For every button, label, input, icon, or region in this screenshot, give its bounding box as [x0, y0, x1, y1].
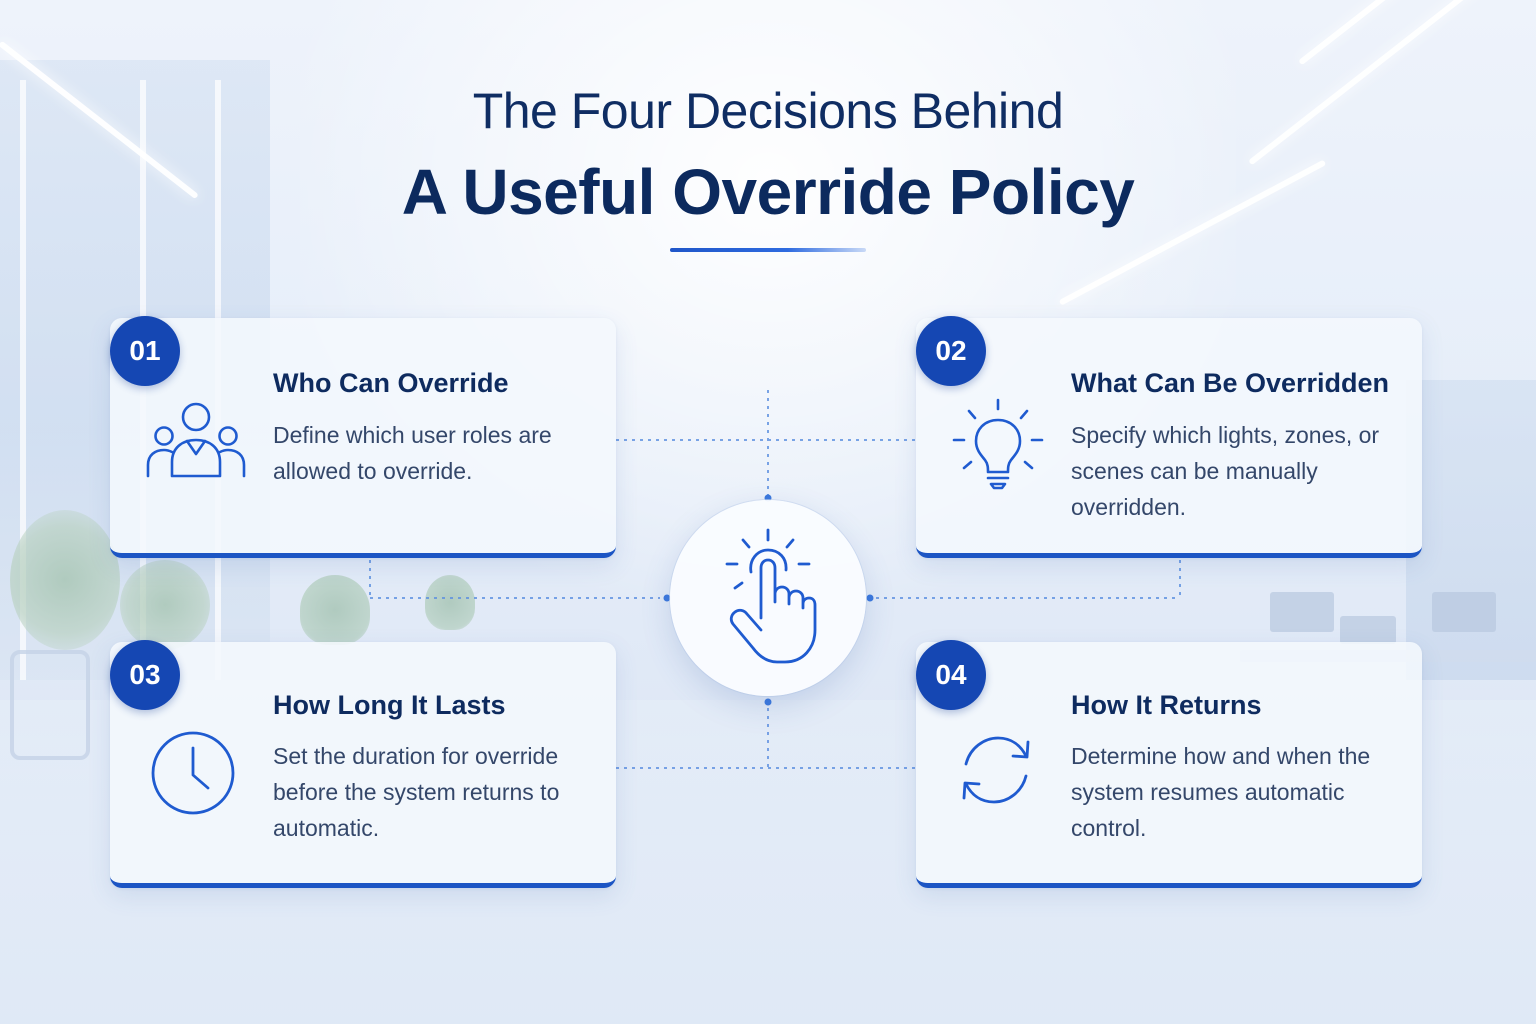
ceiling-light — [1298, 0, 1507, 66]
card-title: What Can Be Overridden — [1071, 368, 1390, 398]
monitor — [1270, 592, 1334, 632]
step-badge-02: 02 — [916, 316, 986, 386]
step-badge-04: 04 — [916, 640, 986, 710]
card-who-can-override: Who Can Override Define which user roles… — [110, 318, 616, 558]
plant — [425, 575, 475, 630]
title-underline — [670, 248, 866, 252]
title-line-1: The Four Decisions Behind — [472, 83, 1064, 139]
users-group-icon — [146, 402, 246, 478]
window-mullion — [20, 80, 26, 680]
card-description: Determine how and when the system resume… — [1071, 743, 1371, 841]
lightbulb-icon — [952, 398, 1044, 490]
plant — [300, 575, 370, 645]
card-how-long-it-lasts: How Long It Lasts Set the duration for o… — [110, 642, 616, 888]
title-line-2: A Useful Override Policy — [401, 156, 1135, 228]
step-badge-03: 03 — [110, 640, 180, 710]
card-title: How Long It Lasts — [273, 690, 506, 720]
refresh-cycle-icon — [962, 736, 1030, 804]
tap-hand-icon — [725, 528, 817, 664]
window-right — [1406, 380, 1536, 680]
card-how-it-returns: How It Returns Determine how and when th… — [916, 642, 1422, 888]
clock-icon — [151, 731, 235, 815]
card-description: Specify which lights, zones, or scenes c… — [1071, 422, 1380, 520]
card-what-can-be-overridden: What Can Be Overridden Specify which lig… — [916, 318, 1422, 558]
card-title: Who Can Override — [273, 368, 509, 398]
step-badge-01: 01 — [110, 316, 180, 386]
center-hub — [670, 500, 866, 696]
tree — [10, 510, 120, 650]
card-description: Define which user roles are allowed to o… — [273, 422, 552, 484]
card-title: How It Returns — [1071, 690, 1262, 720]
card-description: Set the duration for override before the… — [273, 743, 560, 841]
monitor — [1432, 592, 1496, 632]
monitor — [1340, 616, 1396, 644]
chair — [10, 650, 90, 760]
tree — [120, 560, 210, 650]
